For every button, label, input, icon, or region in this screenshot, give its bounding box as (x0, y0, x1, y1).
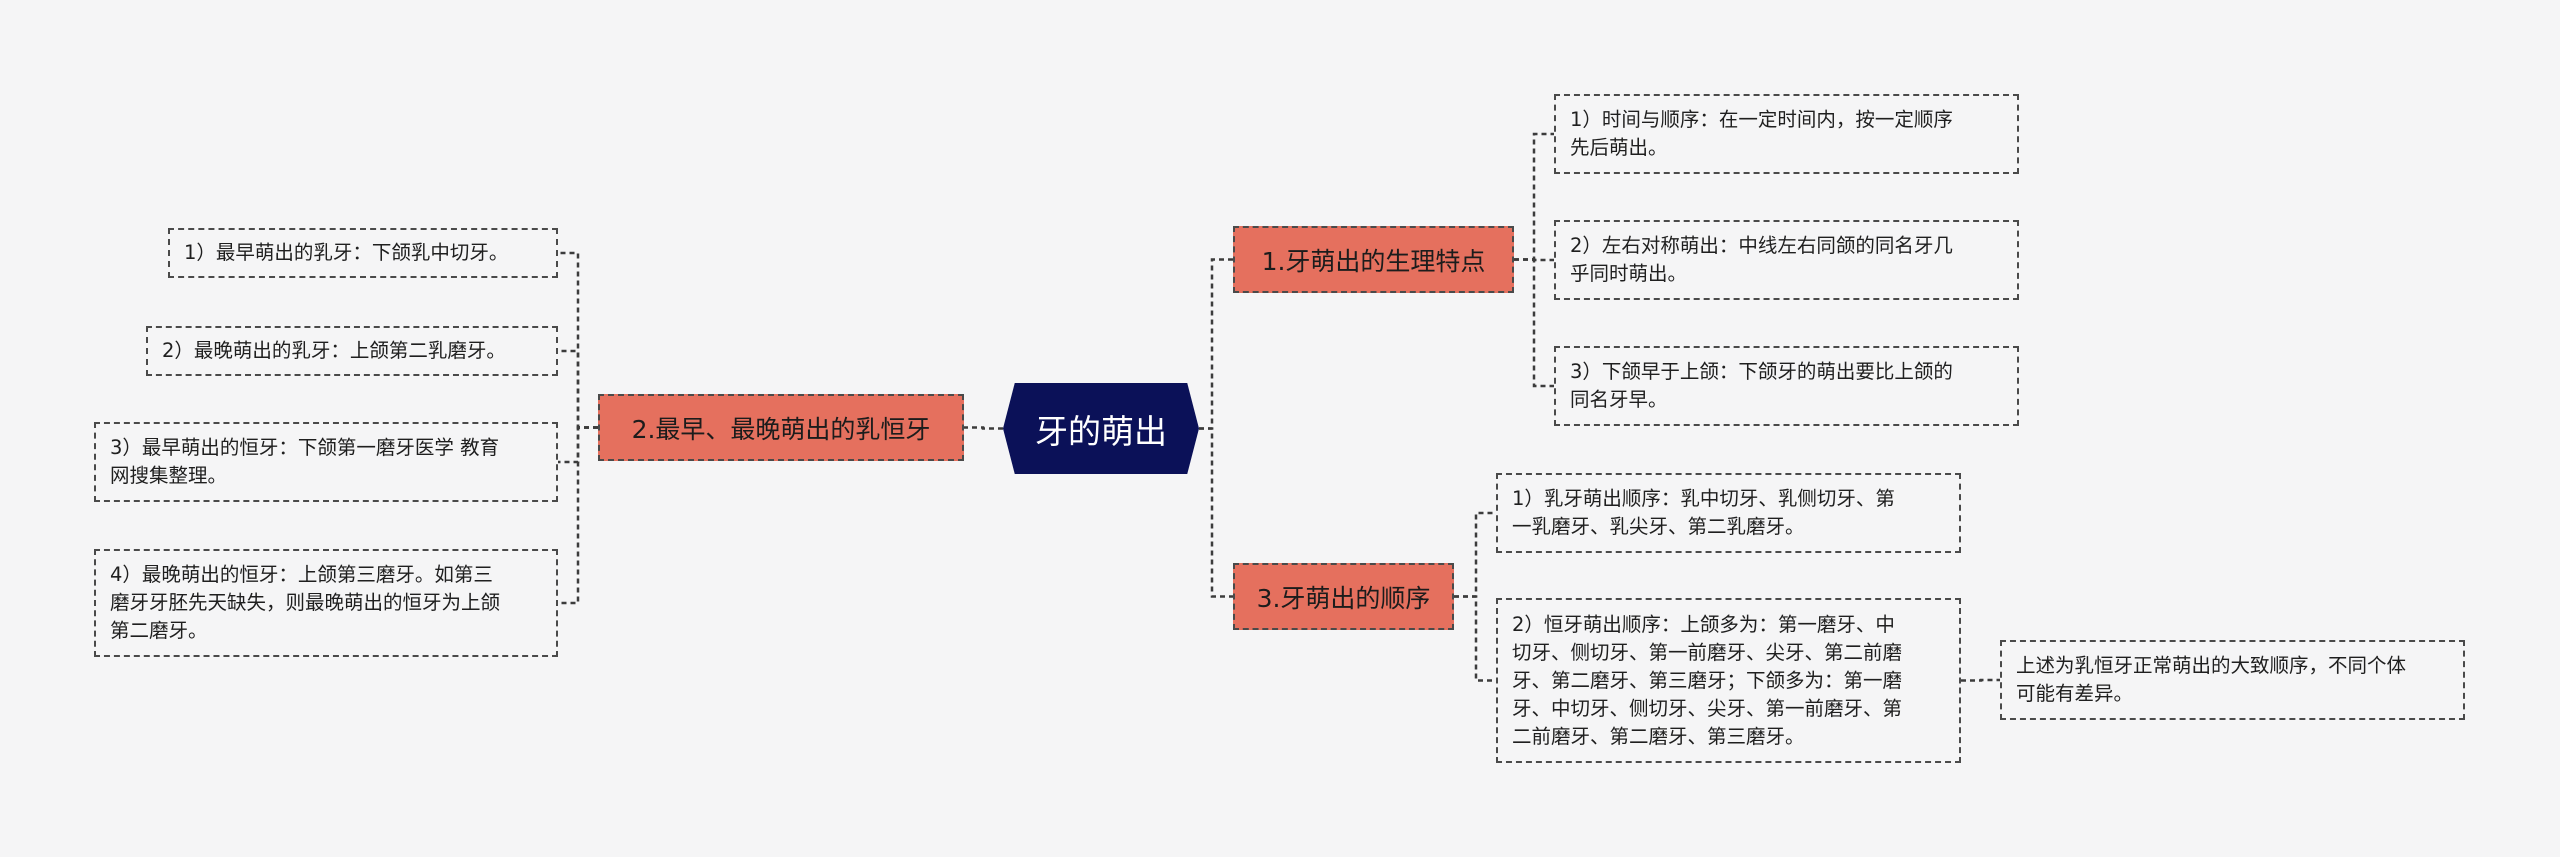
branch-label: 1.牙萌出的生理特点 (1261, 246, 1486, 276)
branch-to-leaf-line (1454, 595, 1496, 682)
branch-to-leaf-line (1514, 258, 1554, 388)
root-topic[interactable]: 牙的萌出 (1003, 383, 1199, 474)
branch-eruption-sequence[interactable]: 3.牙萌出的顺序 (1233, 563, 1454, 630)
leaf-permanent-sequence[interactable]: 2）恒牙萌出顺序：上颌多为：第一磨牙、中 切牙、侧切牙、第一前磨牙、尖牙、第二前… (1496, 598, 1961, 763)
leaf-latest-permanent[interactable]: 4）最晚萌出的恒牙：上颌第三磨牙。如第三 磨牙牙胚先天缺失，则最晚萌出的恒牙为上… (94, 549, 558, 657)
root-to-branch-line (1199, 427, 1233, 598)
leaf-earliest-permanent[interactable]: 3）最早萌出的恒牙：下颌第一磨牙医学 教育 网搜集整理。 (94, 422, 558, 502)
root-to-branch-line (1199, 258, 1233, 430)
branch-label: 2.最早、最晚萌出的乳恒牙 (631, 414, 931, 444)
root-topic-label: 牙的萌出 (1035, 411, 1167, 451)
leaf-lower-before-upper[interactable]: 3）下颌早于上颌：下颌牙的萌出要比上颌的 同名牙早。 (1554, 346, 2019, 426)
leaf-latest-primary[interactable]: 2）最晚萌出的乳牙：上颌第二乳磨牙。 (146, 326, 558, 376)
leaf-earliest-primary[interactable]: 1）最早萌出的乳牙：下颌乳中切牙。 (168, 228, 558, 278)
branch-to-leaf-line (558, 349, 598, 429)
leaf-primary-sequence[interactable]: 1）乳牙萌出顺序：乳中切牙、乳侧切牙、第 一乳磨牙、乳尖牙、第二乳磨牙。 (1496, 473, 1961, 553)
leaf-time-and-order[interactable]: 1）时间与顺序：在一定时间内，按一定顺序 先后萌出。 (1554, 94, 2019, 174)
branch-to-leaf-line (558, 426, 598, 605)
branch-label: 3.牙萌出的顺序 (1256, 583, 1431, 613)
branch-to-leaf-line (1454, 511, 1496, 598)
leaf-to-note-line (1961, 678, 2000, 682)
root-to-branch-line (964, 426, 1003, 430)
branch-earliest-latest-teeth[interactable]: 2.最早、最晚萌出的乳恒牙 (598, 394, 964, 461)
branch-to-leaf-line (1514, 132, 1554, 261)
branch-physiological-features[interactable]: 1.牙萌出的生理特点 (1233, 226, 1514, 293)
leaf-symmetric-eruption[interactable]: 2）左右对称萌出：中线左右同颌的同名牙几 乎同时萌出。 (1554, 220, 2019, 300)
leaf-variation-note[interactable]: 上述为乳恒牙正常萌出的大致顺序，不同个体 可能有差异。 (2000, 640, 2465, 720)
